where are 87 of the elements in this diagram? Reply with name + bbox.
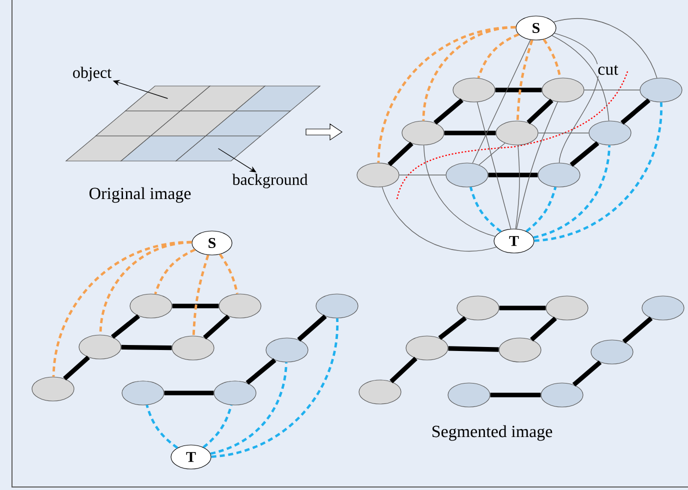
graph-edge	[476, 102, 512, 230]
leader-label: background	[232, 174, 308, 188]
pixel-node	[78, 334, 122, 360]
pixel-node	[266, 338, 308, 362]
pixel-node	[356, 162, 400, 188]
graph-edge	[154, 248, 196, 294]
terminal-node: T	[494, 228, 534, 254]
pixel-node	[640, 78, 682, 102]
caption-text: Segmented image	[430, 424, 554, 442]
pixel-node	[446, 162, 488, 188]
pixel-node	[496, 120, 538, 146]
graph-edge	[469, 186, 502, 233]
graph-edge	[554, 32, 599, 164]
graph-edge	[538, 132, 590, 134]
graph-edge	[218, 254, 238, 294]
pixel-node	[590, 340, 634, 364]
graph-edge	[533, 145, 611, 239]
graph-edge	[490, 392, 541, 398]
graph-edge	[622, 316, 653, 344]
graph-edge	[164, 390, 214, 396]
graph-edge	[444, 130, 496, 136]
graph-edge	[63, 356, 90, 380]
pixel-node	[130, 294, 172, 318]
graph-edge	[434, 98, 464, 125]
graph-edge	[211, 318, 338, 458]
graph-edge	[398, 174, 446, 176]
pixel-node	[406, 336, 448, 360]
pixel-node	[32, 376, 74, 402]
caption-text: Original image	[88, 186, 192, 204]
pixel-node	[316, 294, 358, 318]
graph-edge	[620, 98, 650, 125]
graph-edge	[297, 314, 327, 342]
pixel-node	[218, 294, 262, 318]
graph-edge	[438, 316, 467, 340]
pixel-node	[540, 382, 584, 408]
pixel-node	[448, 382, 490, 408]
pixel-node	[214, 380, 256, 406]
pixel-node	[588, 120, 632, 146]
graph-edge	[530, 316, 557, 342]
graph-edge	[210, 362, 288, 455]
graph-edge	[526, 98, 554, 124]
pixel-node	[402, 120, 444, 146]
pixel-node	[498, 338, 542, 362]
graph-edge	[377, 26, 516, 163]
pixel-node	[172, 336, 214, 360]
pixel-node	[542, 78, 584, 102]
graph-edge	[534, 102, 662, 242]
graph-edge	[516, 40, 534, 121]
pixel-node	[122, 380, 164, 406]
terminal-node: T	[170, 444, 212, 470]
terminal-node: S	[516, 16, 556, 40]
graph-edge	[202, 404, 232, 448]
graph-edge	[110, 314, 140, 339]
graph-edge	[526, 186, 557, 232]
pixel-node	[358, 380, 402, 404]
graph-edge	[390, 356, 418, 384]
graph-edge	[516, 102, 558, 230]
graph-edge	[423, 144, 496, 237]
graph-edge	[488, 172, 538, 178]
graph-edge	[499, 306, 546, 310]
graph-edge	[553, 18, 658, 78]
graph-edge	[515, 144, 520, 230]
graph-edge	[477, 33, 520, 78]
graph-edge	[246, 358, 276, 385]
pixel-node	[456, 296, 500, 320]
graph-edge	[388, 142, 414, 166]
pixel-node	[538, 162, 580, 188]
graph-edge	[192, 254, 210, 336]
graph-edge	[172, 304, 219, 308]
pixel-node	[546, 296, 588, 320]
graph-edge	[382, 186, 497, 252]
graph-edge	[52, 240, 192, 377]
terminal-node: S	[192, 230, 232, 256]
graph-edge	[203, 314, 230, 340]
graph-edge	[570, 141, 600, 167]
graph-edge	[552, 35, 610, 122]
graph-edge	[478, 142, 506, 166]
leader-label: object	[73, 66, 112, 82]
graph-edge	[495, 88, 542, 92]
graph-edge	[448, 346, 499, 352]
graph-edge	[146, 404, 178, 449]
pixel-node	[642, 296, 684, 320]
graph-edge	[121, 344, 172, 350]
graph-edge	[572, 360, 602, 387]
caption-text: cut	[596, 64, 620, 76]
graph-edge	[472, 39, 531, 164]
pixel-node	[452, 78, 496, 102]
